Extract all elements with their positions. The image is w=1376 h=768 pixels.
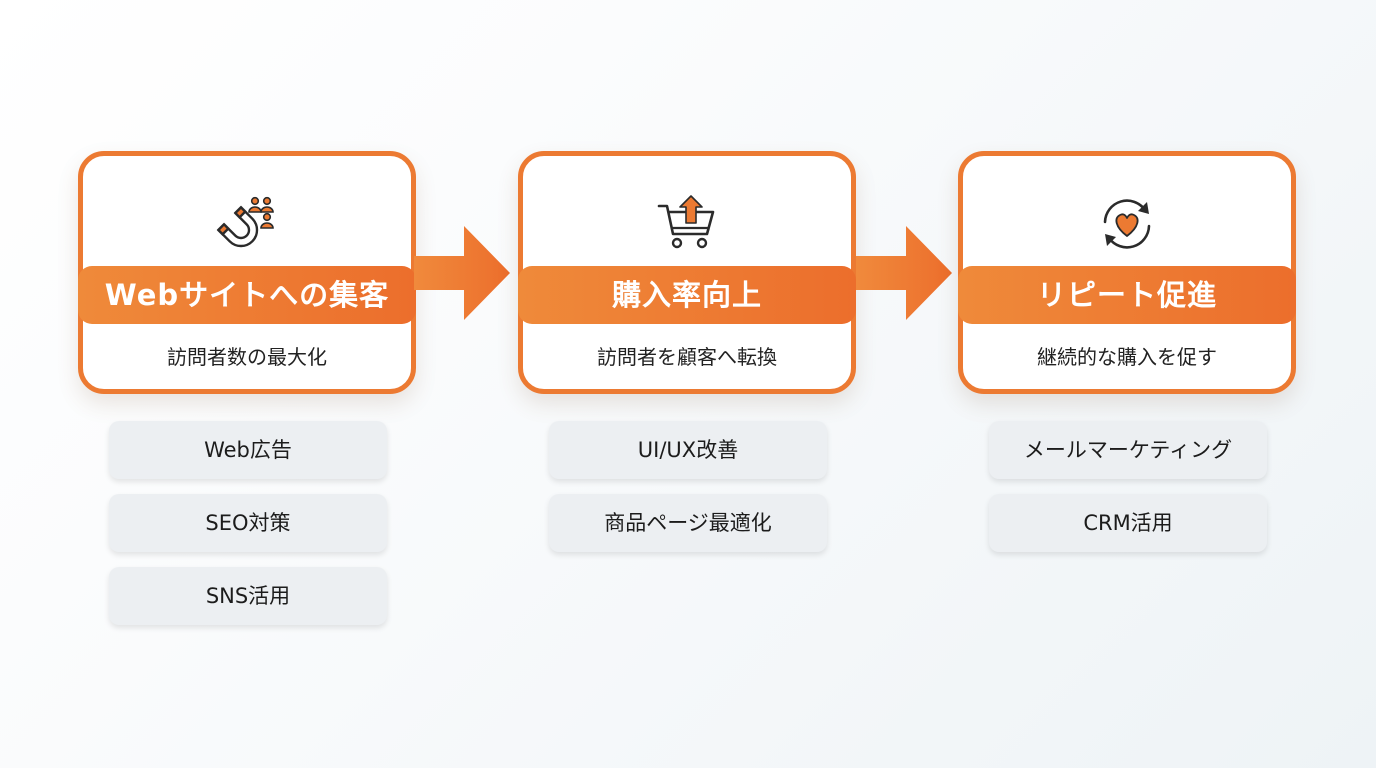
magnet-attracting-people-icon [215,192,279,256]
tactic-item: SNS活用 [109,567,387,625]
tactic-item: メールマーケティング [989,421,1267,479]
stage-subtitle: 訪問者を顧客へ転換 [597,345,777,369]
stage-title: リピート促進 [958,266,1296,324]
tactic-item: CRM活用 [989,494,1267,552]
stage-card-conversion: 購入率向上 訪問者を顧客へ転換 [518,151,856,394]
stage-card-acquisition: Webサイトへの集客 訪問者数の最大化 [78,151,416,394]
stage-card-retention: リピート促進 継続的な購入を促す [958,151,1296,394]
stage-subtitle: 訪問者数の最大化 [167,345,327,369]
tactic-item: Web広告 [109,421,387,479]
flow-arrow-icon [414,226,510,320]
stage-subtitle: 継続的な購入を促す [1037,345,1217,369]
tactic-item: UI/UX改善 [549,421,827,479]
flow-arrow-icon [856,226,952,320]
heart-cycle-icon [1095,192,1159,256]
stage-title: 購入率向上 [518,266,856,324]
stage-title: Webサイトへの集客 [78,266,416,324]
shopping-cart-upload-icon [655,192,719,256]
tactic-item: SEO対策 [109,494,387,552]
tactic-item: 商品ページ最適化 [549,494,827,552]
